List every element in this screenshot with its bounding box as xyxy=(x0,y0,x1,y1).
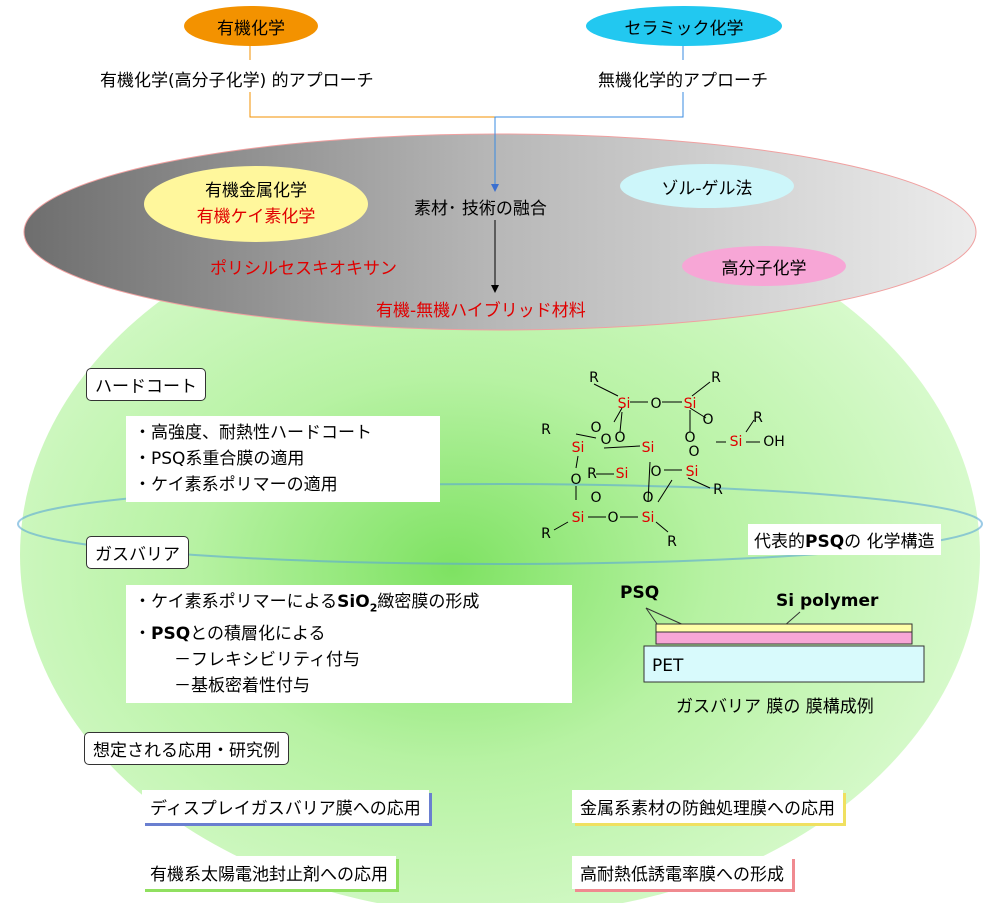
oxygen-atom: O xyxy=(590,420,601,436)
psq-layer xyxy=(655,623,913,633)
polysilsesquioxane-text: ポリシルセスキオキサン xyxy=(210,259,397,279)
r-group: R xyxy=(753,410,763,426)
oxygen-atom: O xyxy=(607,510,618,526)
oxygen-atom: O xyxy=(650,396,661,412)
hardcoat-item-3: ・ケイ素系ポリマーの適用 xyxy=(134,475,338,495)
r-group: R xyxy=(541,422,551,438)
oxygen-atom: O xyxy=(600,432,611,448)
fusion-arrowhead xyxy=(491,285,499,293)
gasbarrier-item-4: －基板密着性付与 xyxy=(174,676,310,697)
organic-chemistry-label: 有機化学 xyxy=(217,18,285,39)
ceramic-chemistry-pill: セラミック化学 xyxy=(586,6,782,46)
organic-approach-text: 有機化学(高分子化学) 的アプローチ xyxy=(100,71,374,91)
oxygen-atom: O xyxy=(570,472,581,488)
gasbarrier-title: ガスバリア xyxy=(86,536,189,569)
polymer-chemistry-pill: 高分子化学 xyxy=(682,246,846,286)
hardcoat-title: ハードコート xyxy=(86,368,206,401)
organosilicon-label: 有機ケイ素化学 xyxy=(196,207,316,227)
oxygen-atom: O xyxy=(590,490,601,506)
oxygen-atom: O xyxy=(650,464,661,480)
inorganic-approach-text: 無機化学的アプローチ xyxy=(598,71,768,91)
silicon-atom: Si xyxy=(686,464,699,480)
organic-merge-line xyxy=(249,92,495,118)
gasbarrier-item-2: ・PSQとの積層化による xyxy=(134,624,326,645)
applications-title: 想定される応用・研究例 xyxy=(84,732,289,765)
organometallic-pill: 有機金属化学 有機ケイ素化学 xyxy=(144,166,368,242)
hardcoat-list: ・高強度、耐熱性ハードコート ・PSQ系重合膜の適用 ・ケイ素系ポリマーの適用 xyxy=(126,416,440,502)
solgel-label: ゾル-ゲル法 xyxy=(661,178,753,199)
hybrid-material-text: 有機-無機ハイブリッド材料 xyxy=(376,301,586,321)
merge-arrowhead xyxy=(491,184,499,192)
psq-layer-label: PSQ xyxy=(620,583,659,603)
gasbarrier-list: ・ケイ素系ポリマーによるSiO2緻密膜の形成 ・PSQとの積層化による －フレキ… xyxy=(126,585,572,704)
hardcoat-item-2: ・PSQ系重合膜の適用 xyxy=(134,449,305,469)
silicon-atom: Si xyxy=(684,396,697,412)
polymer-chemistry-label: 高分子化学 xyxy=(721,258,807,279)
application-low-k-film: 高耐熱低誘電率膜への形成 xyxy=(572,856,792,889)
silicon-atom: Si xyxy=(618,396,631,412)
oxygen-atom: O xyxy=(684,430,695,446)
silicon-atom: Si xyxy=(642,440,655,456)
r-group: R xyxy=(589,370,599,386)
psq-atoms: R Si O Si R O O R R O O Si O Si Si OH O … xyxy=(541,370,785,550)
film-structure-diagram: PSQ Si polymer PET xyxy=(620,583,925,683)
psq-structure-caption: 代表的PSQの 化学構造 xyxy=(748,524,941,555)
oxygen-atom: O xyxy=(642,490,653,506)
r-group: R xyxy=(711,370,721,386)
psq-bonds xyxy=(553,381,760,533)
oxygen-atom: O xyxy=(614,430,625,446)
silicon-atom: Si xyxy=(572,440,585,456)
pet-label: PET xyxy=(652,656,684,676)
oxygen-atom: O xyxy=(702,412,713,428)
equator-ring xyxy=(17,483,983,565)
si-polymer-layer xyxy=(655,631,913,645)
silicon-atom: Si xyxy=(616,466,629,482)
psq-structure: R Si O Si R O O R R O O Si O Si Si OH O … xyxy=(541,370,785,550)
sphere-body xyxy=(20,195,980,903)
solgel-pill: ゾル-ゲル法 xyxy=(620,164,794,208)
organic-chemistry-pill: 有機化学 xyxy=(184,6,318,46)
hydroxyl-group: OH xyxy=(763,434,785,450)
r-group: R xyxy=(541,526,551,542)
r-group: R xyxy=(713,482,723,498)
film-caption: ガスバリア 膜の 膜構成例 xyxy=(676,697,874,717)
pet-substrate xyxy=(643,645,925,683)
silicon-atom: Si xyxy=(642,510,655,526)
organometallic-label: 有機金属化学 xyxy=(205,181,307,201)
application-solar-encapsulant: 有機系太陽電池封止剤への応用 xyxy=(142,856,396,889)
gasbarrier-item-3: －フレキシビリティ付与 xyxy=(174,650,360,671)
r-group: R xyxy=(587,466,597,482)
fusion-text: 素材･ 技術の融合 xyxy=(414,199,547,219)
silicon-atom: Si xyxy=(730,434,743,450)
silicon-atom: Si xyxy=(572,510,585,526)
si-polymer-layer-label: Si polymer xyxy=(776,591,879,611)
oxygen-atom: O xyxy=(688,444,699,460)
application-display-barrier: ディスプレイガスバリア膜への応用 xyxy=(142,790,429,823)
application-anticorrosion: 金属系素材の防蝕処理膜への応用 xyxy=(572,790,843,823)
r-group: R xyxy=(667,534,677,550)
gasbarrier-item-1: ・ケイ素系ポリマーによるSiO2緻密膜の形成 xyxy=(134,592,480,615)
ceramic-merge-line xyxy=(494,92,684,188)
ceramic-chemistry-label: セラミック化学 xyxy=(624,18,744,39)
hardcoat-item-1: ・高強度、耐熱性ハードコート xyxy=(134,423,372,443)
